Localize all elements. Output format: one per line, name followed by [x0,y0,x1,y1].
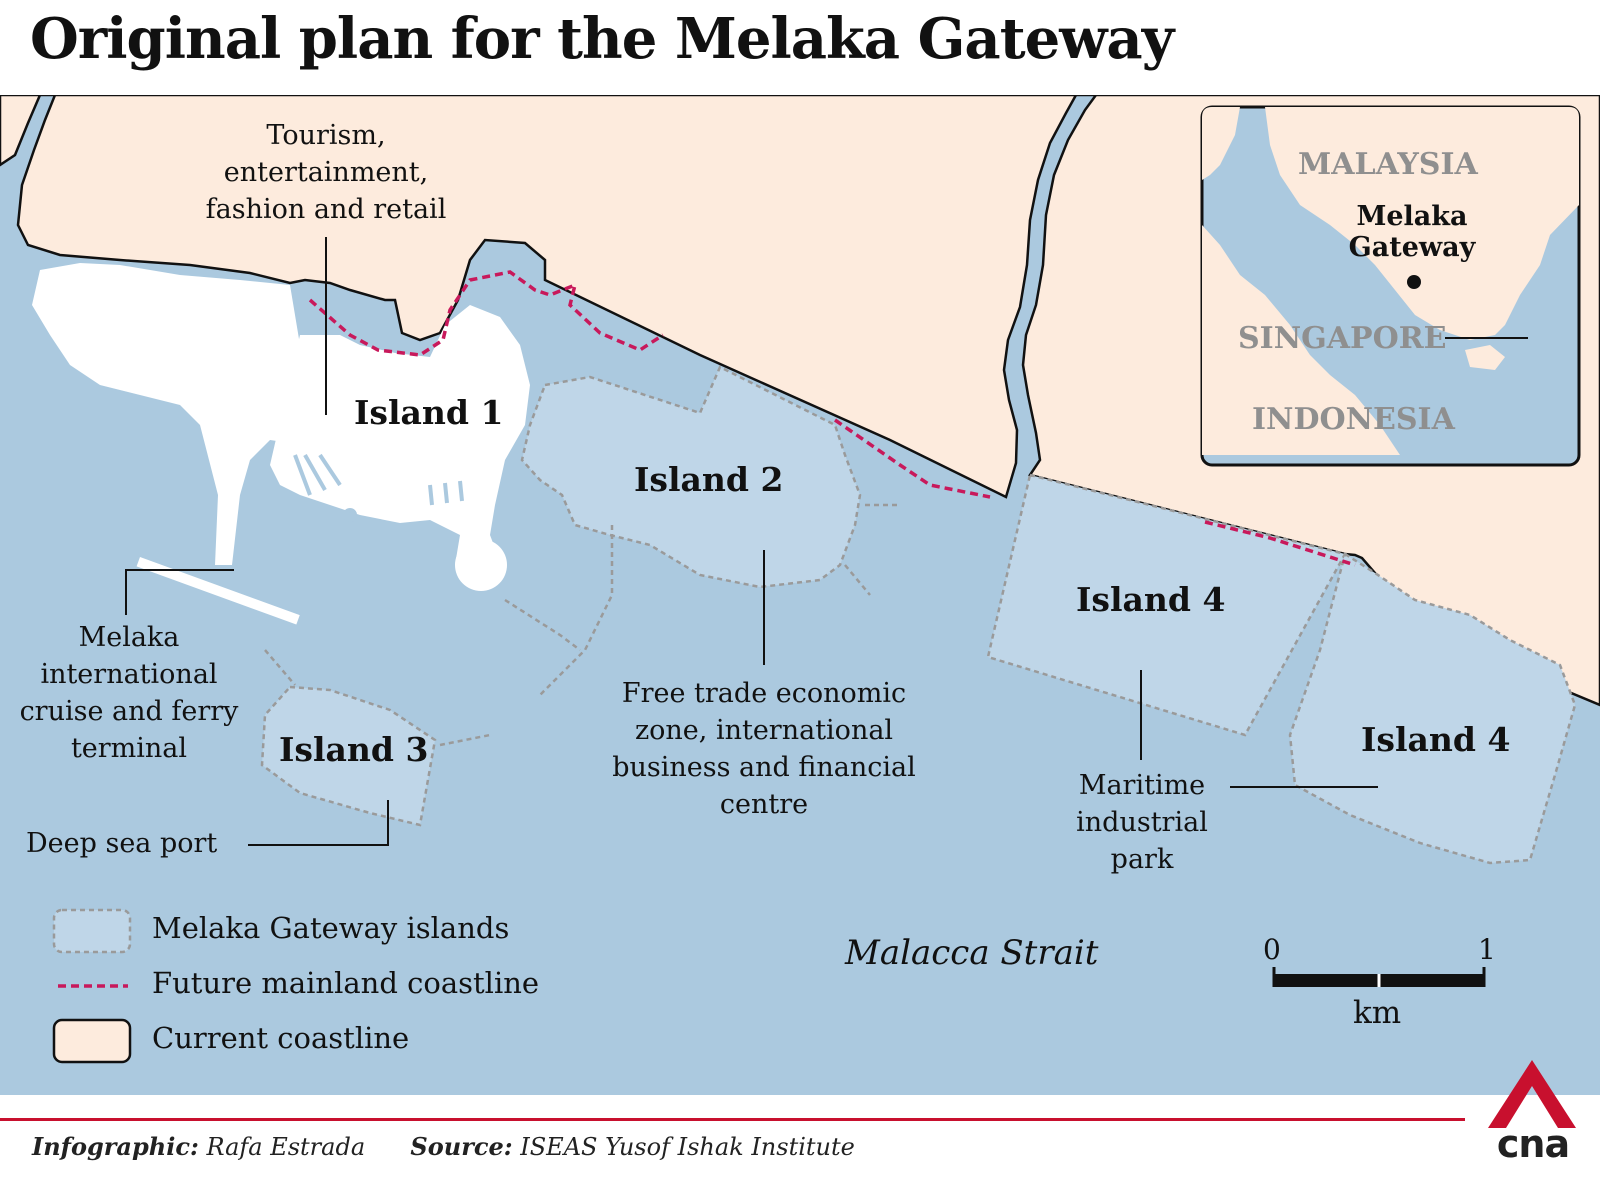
label-island-4-east: Island 4 [1361,720,1511,759]
island-2-shape [520,365,862,589]
label-cruise-terminal: Melaka international cruise and ferry te… [19,622,239,764]
inset-map [1200,105,1581,467]
scale-bar [1272,967,1486,987]
label-island-1: Island 1 [354,393,504,432]
label-island-3: Island 3 [279,730,429,769]
island-2-causeways [264,503,900,747]
label-maritime-park: Maritime industrial park [1076,770,1208,875]
future-coastline [308,270,1356,567]
inset-land-indonesia [1202,225,1400,455]
legend-swatch-islands [52,908,132,954]
inset-land-malaysia [1202,107,1579,340]
footer-credits: Infographic: Rafa Estrada Source: ISEAS … [32,1132,855,1161]
island-3-shape [260,685,437,827]
inset-label-indonesia: INDONESIA [1252,402,1455,437]
legend-swatch-current-coastline [52,1018,132,1064]
label-malacca-strait: Malacca Strait [845,933,1099,973]
legend-swatches [52,908,132,1064]
mainland [0,95,1600,707]
source-credit-value: ISEAS Yusof Ishak Institute [520,1133,855,1161]
logo-text: cna [1496,1122,1570,1166]
label-free-trade-zone: Free trade economic zone, international … [612,678,916,820]
inset-label-singapore: SINGAPORE [1238,321,1447,356]
inset-label-malaysia: MALAYSIA [1298,147,1478,182]
scale-end-label: 1 [1478,933,1496,966]
scale-start-label: 0 [1263,933,1281,966]
island-1-shape [32,263,530,625]
map: Tourism, entertainment, fashion and reta… [0,95,1600,1095]
map-canvas [0,95,1600,1095]
label-island-4-west: Island 4 [1076,580,1226,619]
legend-label-current-coastline: Current coastline [152,1021,410,1055]
island-1-piers [293,453,464,522]
island-4-west-shape [986,473,1347,737]
inset-label-melaka-gateway: Melaka Gateway [1348,201,1476,263]
source-credit-label: Source: [410,1132,513,1161]
infographic-credit-label: Infographic: [32,1132,199,1161]
infographic-credit-value: Rafa Estrada [206,1133,366,1161]
inset-location-marker [1407,275,1421,289]
footer-divider [0,1118,1465,1121]
inset-land-singapore [1465,345,1505,370]
label-island1-description: Tourism, entertainment, fashion and reta… [205,120,447,225]
label-deep-sea-port: Deep sea port [26,828,218,859]
leader-lines [125,237,1378,846]
label-island-2: Island 2 [634,460,784,499]
legend-label-islands: Melaka Gateway islands [152,911,510,945]
cna-logo-icon [1488,1060,1576,1128]
gateway-island-outlines [260,365,1577,865]
scale-unit-label: km [1353,995,1402,1031]
island-4-east-shape [1288,552,1577,865]
legend-label-future-coastline: Future mainland coastline [152,966,540,1000]
page-title: Original plan for the Melaka Gateway [30,6,1174,72]
